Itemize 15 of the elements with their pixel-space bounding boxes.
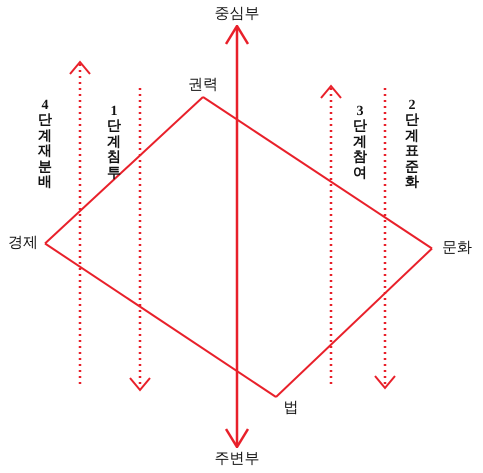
node-label: 주변부 bbox=[214, 452, 260, 466]
step-label: 1단계 침투 bbox=[107, 104, 121, 181]
node-label: 법 bbox=[284, 401, 298, 416]
node-label: 중심부 bbox=[214, 6, 260, 22]
node-label: 경제 bbox=[8, 236, 38, 251]
connector-line bbox=[44, 242, 277, 398]
step-label: 3단계 참여 bbox=[353, 104, 367, 181]
node-label: 문화 bbox=[442, 241, 472, 256]
node-label: 권력 bbox=[188, 78, 218, 93]
connector-line bbox=[275, 248, 433, 398]
step-label: 2단계 표준화 bbox=[405, 98, 419, 190]
axis-arrow bbox=[224, 24, 250, 448]
connector-line bbox=[202, 96, 433, 250]
step-label: 4단계 재분배 bbox=[38, 98, 52, 190]
connector-line bbox=[44, 96, 204, 244]
